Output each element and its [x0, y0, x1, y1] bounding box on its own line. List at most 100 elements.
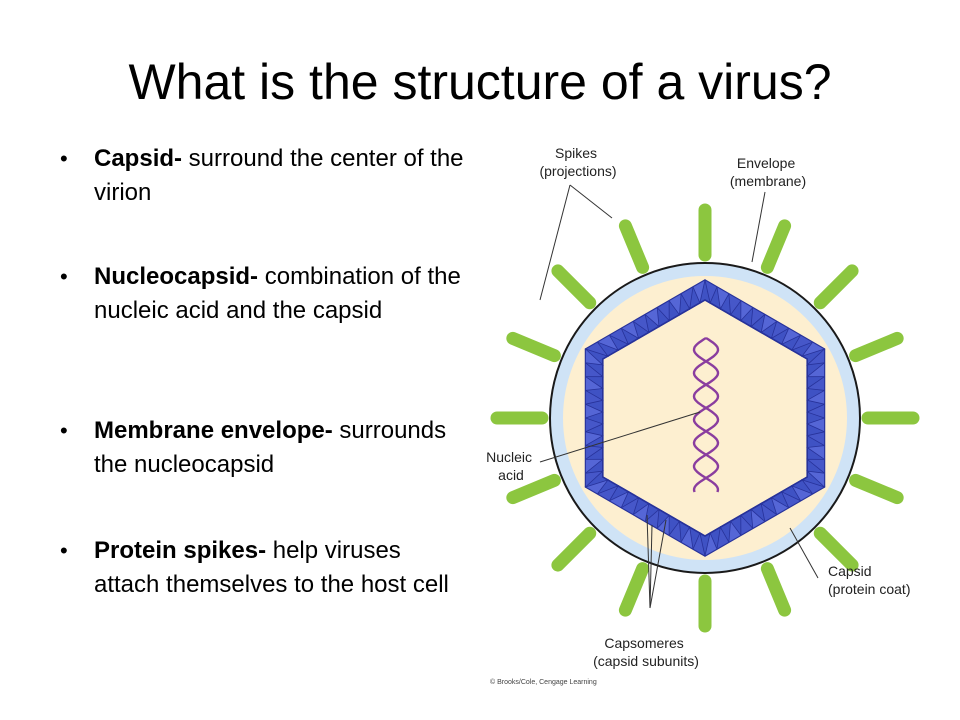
helix-strand: [692, 336, 720, 493]
capsomere: [585, 348, 604, 366]
capsomere: [680, 525, 694, 550]
capsomere: [644, 306, 660, 328]
capsid-hexagon: [584, 279, 826, 557]
definition-nucleocapsid: combination of the nucleic acid and the …: [94, 263, 461, 324]
capsid-inner-edge: [602, 299, 808, 537]
virus-structure-diagram: Spikes (projections) Envelope (membrane)…: [486, 145, 920, 686]
protein-spike: [618, 219, 650, 274]
capsomere: [596, 485, 620, 502]
protein-spike: [849, 331, 904, 363]
capsomere: [585, 445, 604, 461]
capsomere: [790, 334, 814, 351]
capsomere: [801, 341, 826, 357]
bullet-dot: •: [60, 146, 68, 171]
capsomere: [728, 293, 742, 316]
capsomere: [585, 389, 604, 405]
capsomere: [780, 490, 802, 509]
capsomere: [632, 502, 650, 523]
virion-interior: [563, 276, 847, 560]
bullet-capsid: • Capsid- surround the center of the vir…: [60, 142, 470, 210]
protein-spike: [760, 562, 792, 617]
capsomere: [585, 470, 604, 488]
definition-capsid: surround the center of the virion: [94, 145, 464, 206]
copyright-credit: © Brooks/Cole, Cengage Learning: [490, 678, 597, 686]
protein-spike: [813, 526, 859, 572]
capsomere: [806, 417, 825, 433]
capsomere: [668, 293, 682, 316]
capsomere: [608, 490, 630, 509]
capsomere: [806, 361, 825, 378]
label-nucleic-acid: Nucleic acid: [486, 449, 536, 483]
capsomere: [780, 327, 802, 346]
bullet-nucleocapsid: • Nucleocapsid- combination of the nucle…: [60, 260, 470, 328]
capsomere: [760, 502, 778, 523]
capsomere: [585, 458, 604, 475]
protein-spike: [551, 264, 597, 310]
capsomere: [585, 403, 604, 419]
definition-membrane-envelope: surrounds the nucleocapsid: [94, 417, 447, 478]
protein-spike: [849, 473, 904, 505]
capsomere: [585, 417, 604, 433]
capsomere: [584, 341, 609, 357]
leader-lines: [539, 184, 819, 609]
capsomere: [585, 375, 604, 391]
capsomere: [656, 300, 670, 322]
capsomere: [704, 279, 718, 305]
bullet-membrane-envelope: • Membrane envelope- surrounds the nucle…: [60, 414, 470, 482]
capsomere: [740, 514, 754, 536]
capsomere: [806, 348, 825, 366]
protein-spikes: [490, 203, 920, 633]
capsomere: [760, 313, 778, 334]
label-envelope: Envelope (membrane): [730, 155, 806, 189]
protein-spike: [551, 526, 597, 572]
capsomere: [750, 508, 766, 530]
capsomere: [790, 485, 814, 502]
capsomere: [704, 531, 718, 557]
capsomere: [716, 525, 730, 550]
capsomere: [716, 286, 730, 311]
term-nucleocapsid: Nucleocapsid-: [94, 263, 259, 290]
capsomere: [585, 361, 604, 378]
capsomere: [806, 431, 825, 447]
capsomere: [644, 508, 660, 530]
label-spikes: Spikes (projections): [539, 145, 616, 179]
capsomere: [806, 389, 825, 405]
capsomere: [806, 458, 825, 475]
capsomere: [632, 313, 650, 334]
capsomere: [806, 470, 825, 488]
definition-protein-spikes: help viruses attach themselves to the ho…: [94, 537, 449, 598]
term-protein-spikes: Protein spikes-: [94, 537, 267, 564]
capsomere: [585, 431, 604, 447]
capsomere: [584, 479, 609, 495]
nucleic-acid-helix: [692, 336, 720, 493]
bullet-dot: •: [60, 264, 68, 289]
capsomere: [620, 320, 640, 340]
label-capsid: Capsid (protein coat): [828, 563, 910, 597]
capsomere: [692, 531, 706, 557]
bullet-dot: •: [60, 538, 68, 563]
capsomere: [806, 445, 825, 461]
capsomere: [801, 479, 826, 495]
capsomere: [750, 306, 766, 328]
helix-strand: [692, 336, 720, 493]
capsomere: [668, 520, 682, 543]
bullet-dot: •: [60, 418, 68, 443]
term-capsid: Capsid-: [94, 145, 183, 172]
capsomere: [770, 320, 790, 340]
protein-spike: [618, 562, 650, 617]
protein-spike: [506, 331, 561, 363]
bullet-protein-spikes: • Protein spikes- help viruses attach th…: [60, 534, 470, 602]
capsomere: [680, 286, 694, 311]
capsomere: [740, 300, 754, 322]
capsomere: [728, 520, 742, 543]
label-capsomeres: Capsomeres (capsid subunits): [593, 635, 699, 669]
capsomere: [806, 403, 825, 419]
capsomere: [620, 496, 640, 516]
capsomere: [692, 279, 706, 305]
slide-title: What is the structure of a virus?: [128, 54, 832, 110]
protein-spike: [760, 219, 792, 274]
protein-spike: [813, 264, 859, 310]
protein-spike: [506, 473, 561, 505]
term-membrane-envelope: Membrane envelope-: [94, 417, 333, 444]
capsomere: [806, 375, 825, 391]
